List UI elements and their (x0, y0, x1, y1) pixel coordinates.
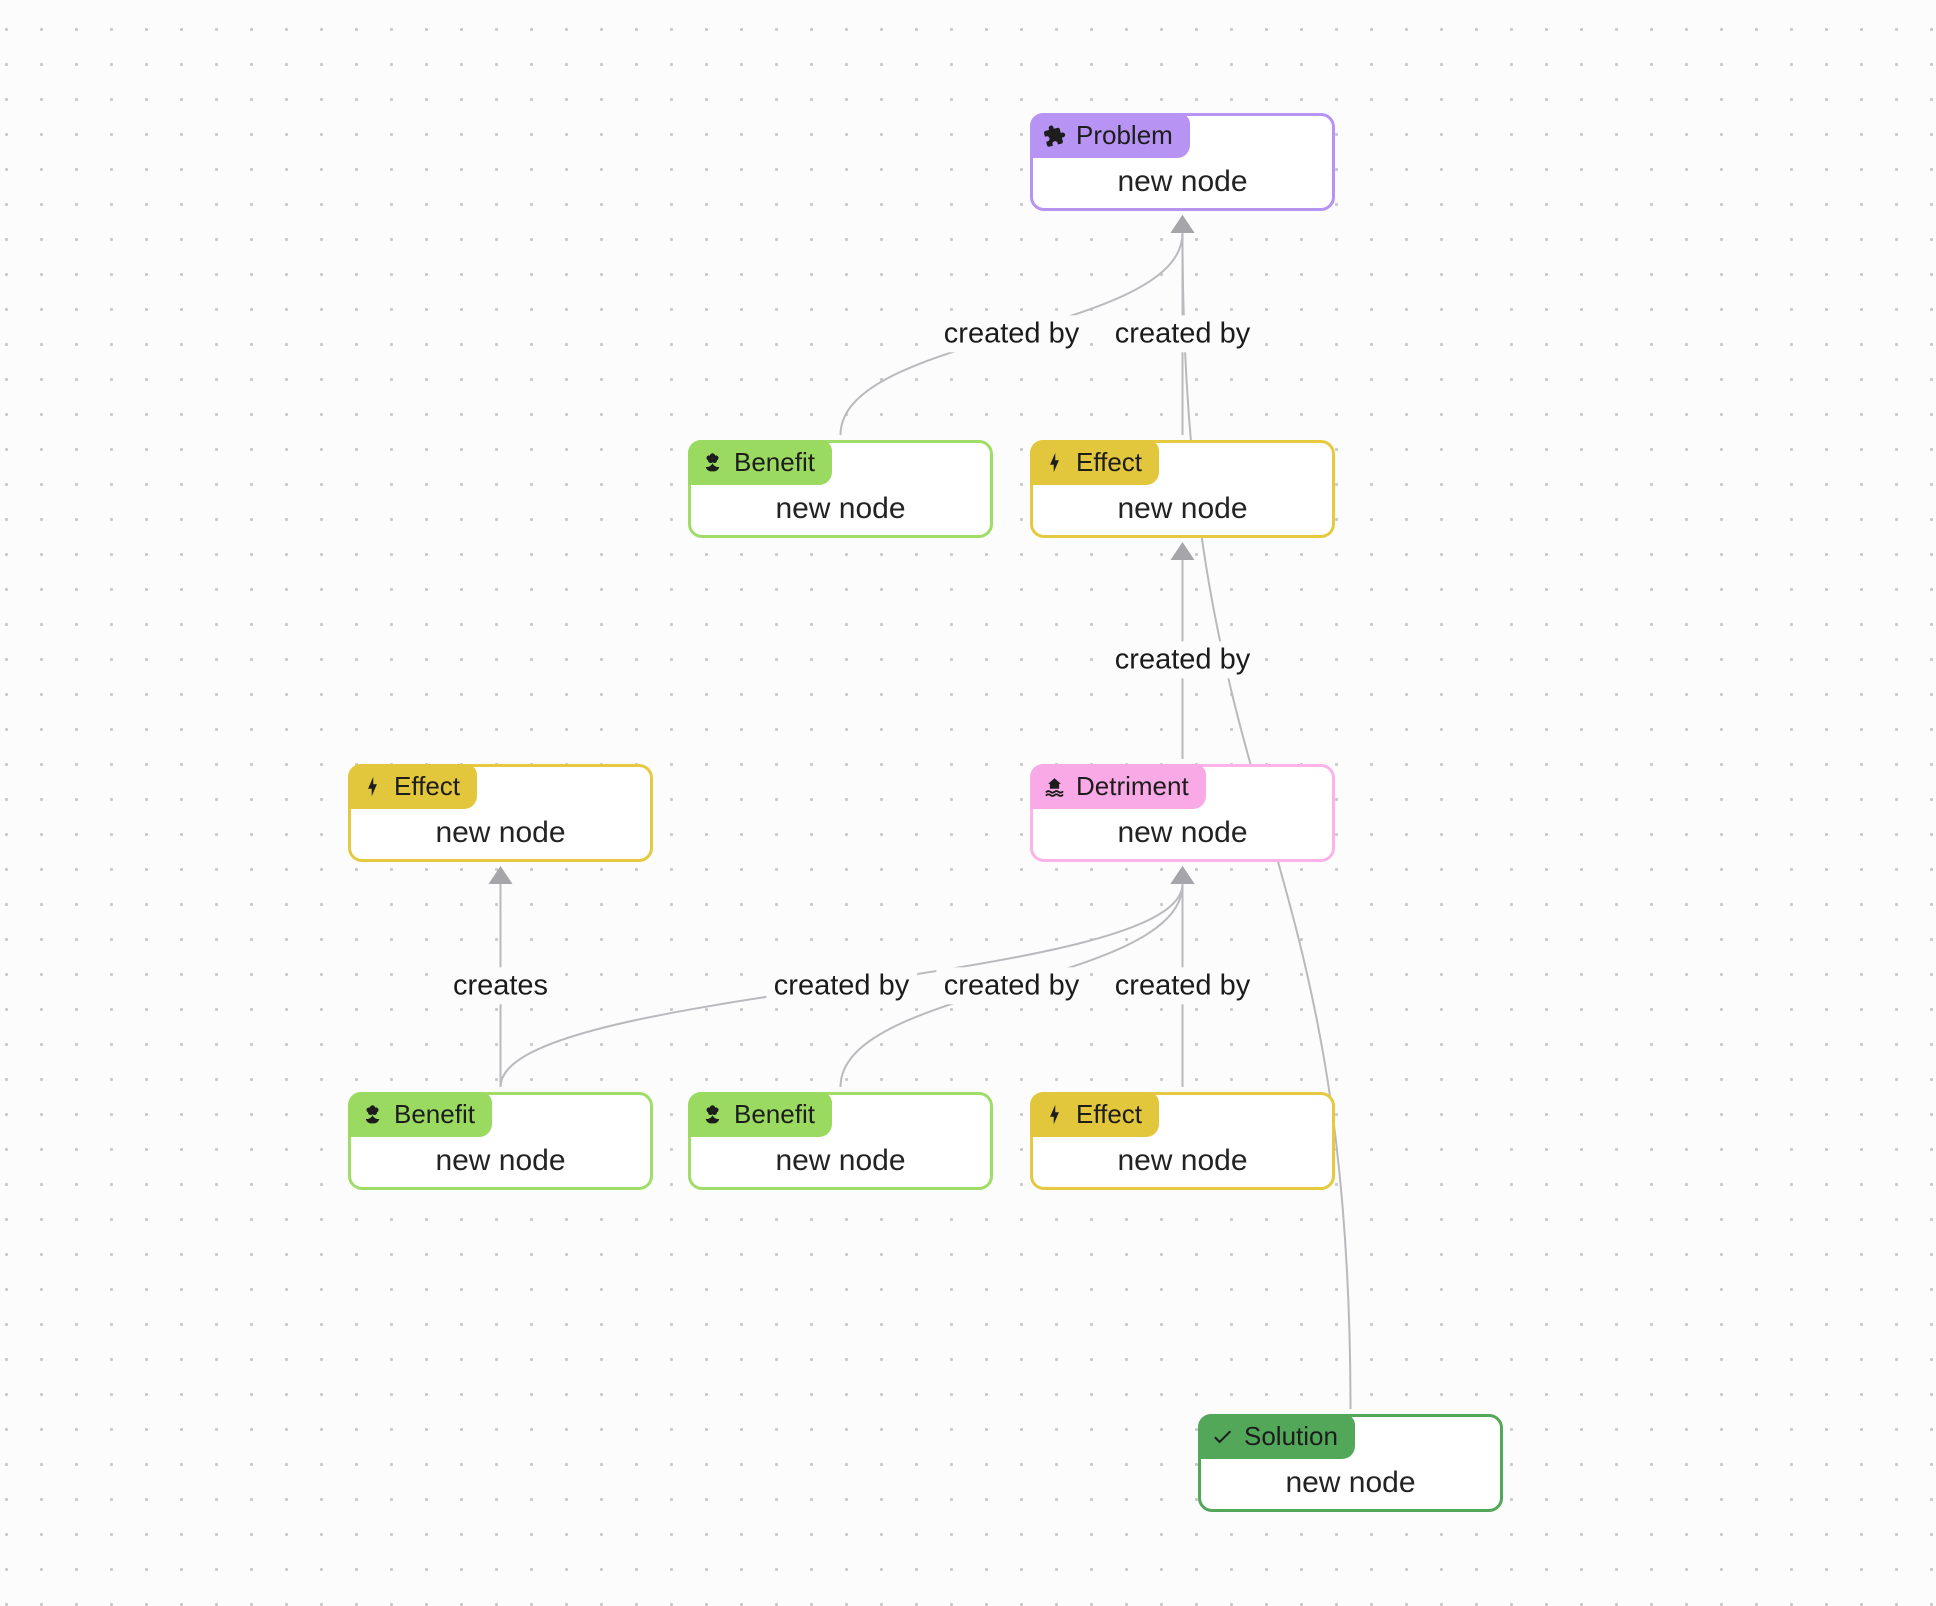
node-title: new node (435, 816, 566, 849)
node-type-label: Benefit (734, 1099, 815, 1129)
node-type-label: Effect (394, 771, 461, 801)
check-icon (1211, 1425, 1234, 1448)
flower-icon (701, 1103, 724, 1126)
node-type-badge: Benefit (348, 1092, 492, 1137)
node-type-badge: Detriment (1030, 764, 1206, 809)
node-benefit[interactable]: Benefit new node (688, 440, 993, 538)
node-type-badge: Effect (1030, 1092, 1160, 1137)
node-type-label: Benefit (734, 447, 815, 477)
node-effect[interactable]: Effect new node (348, 764, 653, 862)
node-type-label: Problem (1076, 120, 1173, 150)
node-type-label: Detriment (1076, 771, 1189, 801)
node-type-label: Effect (1076, 1099, 1143, 1129)
puzzle-icon (1043, 124, 1066, 147)
node-title: new node (1117, 492, 1248, 525)
edge-label[interactable]: created by (935, 966, 1088, 1005)
node-title: new node (1285, 1466, 1416, 1499)
node-title: new node (775, 1144, 906, 1177)
edge-label[interactable]: creates (444, 966, 557, 1005)
node-type-badge: Solution (1198, 1414, 1355, 1459)
node-type-badge: Benefit (688, 1092, 832, 1137)
node-type-badge: Benefit (688, 440, 832, 485)
node-type-badge: Effect (348, 764, 478, 809)
node-title: new node (1117, 816, 1248, 849)
node-solution[interactable]: Solution new node (1198, 1414, 1503, 1512)
arrowhead-icon (488, 866, 513, 884)
node-problem[interactable]: Problem new node (1030, 113, 1335, 211)
node-type-label: Solution (1244, 1421, 1338, 1451)
arrowhead-icon (1170, 542, 1195, 560)
lightning-icon (1043, 451, 1066, 474)
edge-label[interactable]: created by (935, 315, 1088, 353)
node-benefit[interactable]: Benefit new node (348, 1092, 653, 1190)
node-type-label: Benefit (394, 1099, 475, 1129)
arrowhead-icon (1170, 215, 1195, 233)
flower-icon (701, 451, 724, 474)
node-title: new node (1117, 1144, 1248, 1177)
edge-label[interactable]: created by (765, 966, 918, 1005)
edge-label[interactable]: created by (1106, 315, 1259, 353)
node-effect[interactable]: Effect new node (1030, 1092, 1335, 1190)
lightning-icon (1043, 1103, 1066, 1126)
arrowhead-icon (1170, 866, 1195, 884)
node-benefit[interactable]: Benefit new node (688, 1092, 993, 1190)
node-type-badge: Problem (1030, 113, 1190, 158)
flower-icon (361, 1103, 384, 1126)
node-detriment[interactable]: Detriment new node (1030, 764, 1335, 862)
node-type-label: Effect (1076, 447, 1143, 477)
edge-label[interactable]: created by (1106, 966, 1259, 1005)
edge-label[interactable]: created by (1106, 640, 1259, 679)
lightning-icon (361, 775, 384, 798)
node-type-badge: Effect (1030, 440, 1160, 485)
node-title: new node (1117, 165, 1248, 198)
flood-icon (1043, 775, 1066, 798)
node-title: new node (775, 492, 906, 525)
node-title: new node (435, 1144, 566, 1177)
node-effect[interactable]: Effect new node (1030, 440, 1335, 538)
